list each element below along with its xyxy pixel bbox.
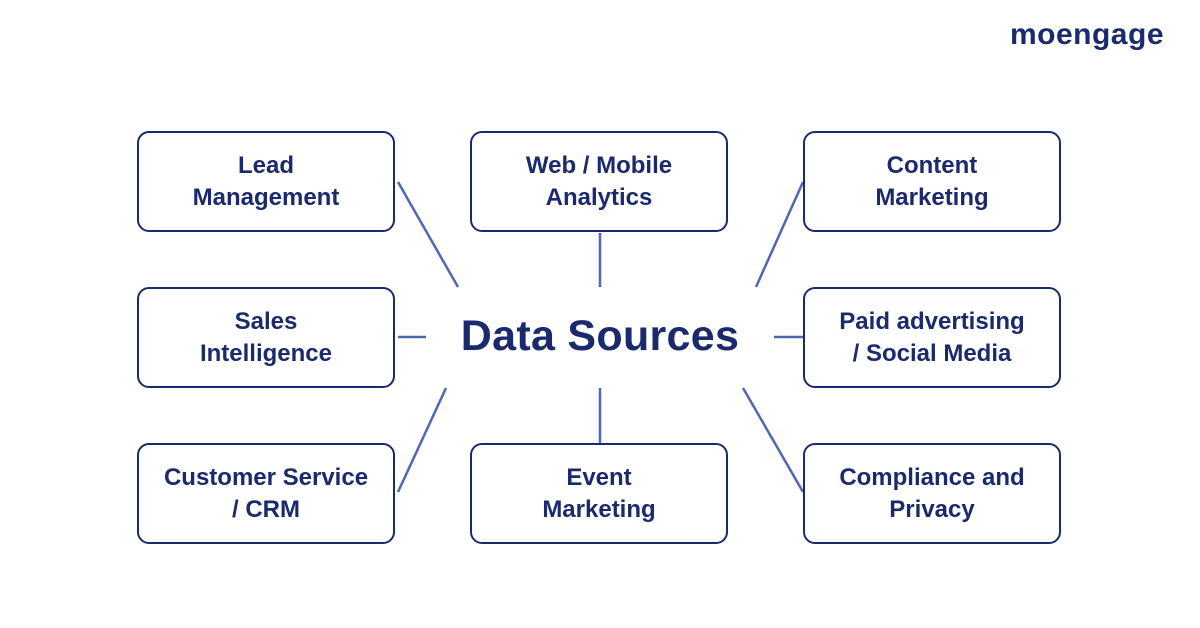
moengage-logo: moengage [1009, 18, 1164, 51]
center-label-data-sources: Data Sources [460, 311, 740, 360]
node-label: Paid advertising/ Social Media [839, 307, 1025, 367]
connector-customer-service [396, 387, 448, 493]
connector-lead-management [396, 181, 460, 288]
node-paid-advertising-social-media: Paid advertising/ Social Media [803, 287, 1061, 388]
node-label: Customer Service/ CRM [163, 463, 369, 523]
node-customer-service-crm: Customer Service/ CRM [137, 443, 395, 544]
connector-content-marketing [754, 181, 805, 288]
connector-compliance-privacy [741, 387, 805, 493]
